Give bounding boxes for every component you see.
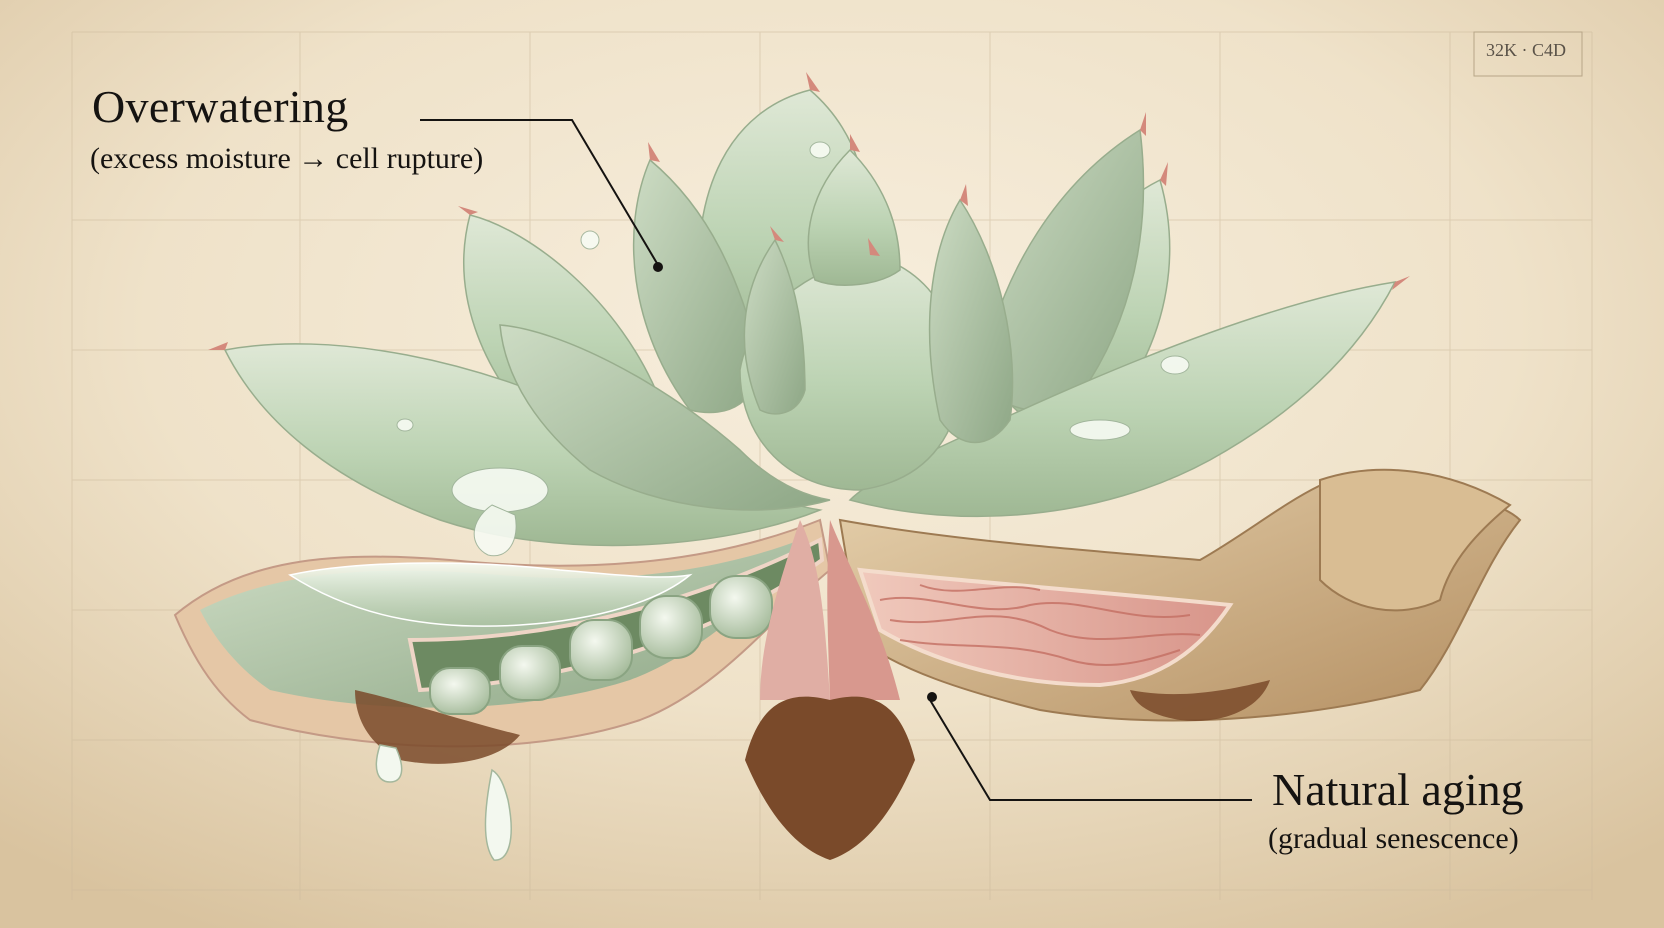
vascular-fibers <box>879 584 1201 666</box>
pointer-line-icon <box>420 119 1252 801</box>
dripping-water <box>375 744 512 861</box>
overwatering-title: Overwatering <box>92 81 349 132</box>
waterlogged-leaf-section <box>173 518 832 748</box>
corner-tag: 32K · C4D <box>1486 40 1566 60</box>
overwatering-subtitle: (excess moisture → cell rupture) <box>90 142 484 175</box>
corner-tag-box <box>1473 31 1583 77</box>
stem-and-roots <box>355 520 1270 860</box>
cell-cluster-icon <box>429 575 773 715</box>
rosette-side-leaves <box>223 281 1397 547</box>
aging-leaf-section <box>838 468 1522 722</box>
natural-aging-subtitle: (gradual senescence) <box>1268 822 1519 855</box>
pointer-dots <box>653 262 937 702</box>
water-droplet-icon <box>396 141 1190 557</box>
leaf-tips <box>208 72 1410 350</box>
natural-aging-title: Natural aging <box>1272 764 1524 815</box>
rosette-front-leaves <box>739 148 1014 491</box>
